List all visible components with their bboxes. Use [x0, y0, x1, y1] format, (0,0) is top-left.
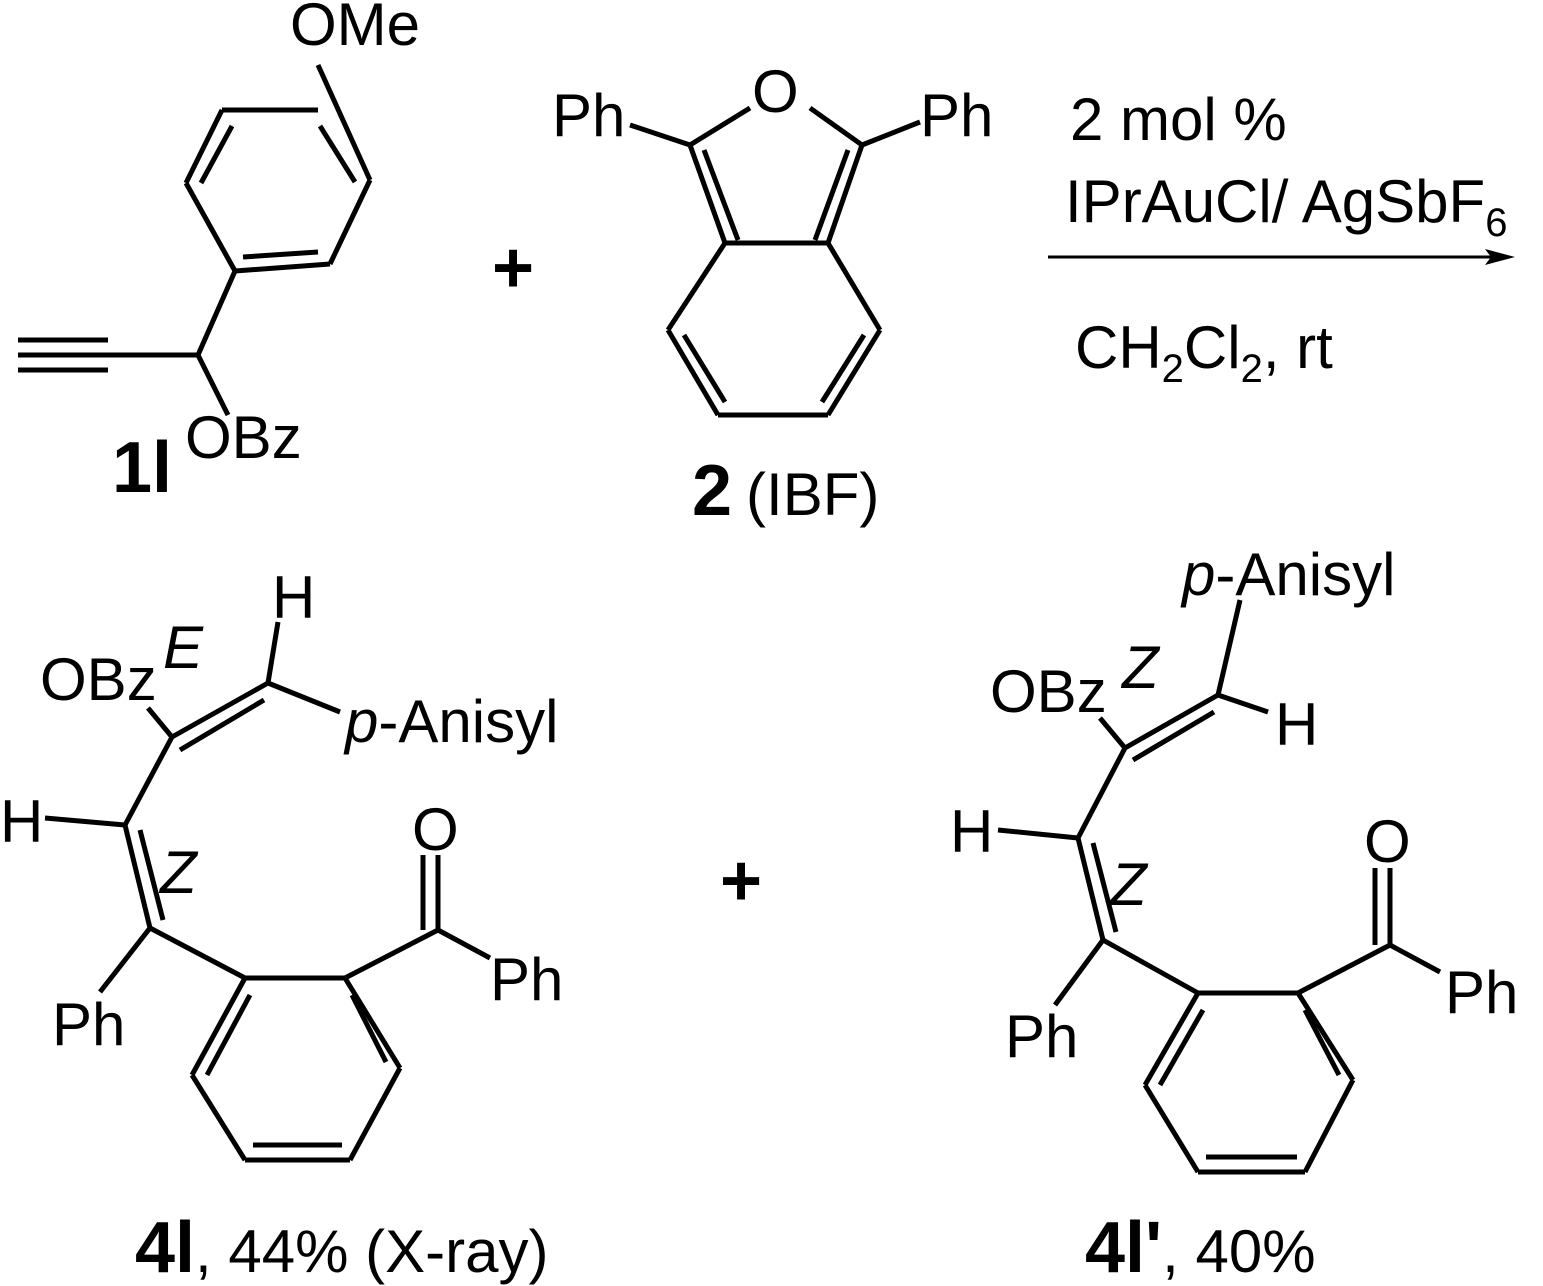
compound-label-2: 2(IBF) [692, 451, 879, 531]
p1-benzoyloxy: OBz [40, 646, 157, 713]
benzoyloxy-label: OBz [185, 404, 302, 471]
p2-carbonyl-oxygen: O [1364, 808, 1411, 875]
solvent-conditions: CH2Cl2, rt [1075, 314, 1333, 391]
furan-oxygen: O [752, 58, 799, 125]
phenyl-left: Ph [552, 82, 625, 149]
p1-z-label: Z [158, 839, 199, 906]
p2-anisyl: p-Anisyl [1180, 541, 1395, 608]
p2-z-label: Z [1108, 851, 1149, 918]
product-4lprime-structure [997, 599, 1442, 1175]
plus-sign-bottom: + [720, 841, 762, 921]
p2-z-label-top: Z [1120, 634, 1161, 701]
methoxy-label: OMe [290, 0, 420, 58]
catalyst-system: IPrAuCl/ AgSbF6 [1065, 168, 1507, 245]
p2-phenyl-ketone: Ph [1445, 959, 1518, 1026]
reactant-2-structure [629, 105, 921, 418]
p2-benzoyloxy: OBz [990, 658, 1107, 725]
p1-anisyl: p-Anisyl [343, 688, 558, 755]
catalyst-loading: 2 mol % [1070, 86, 1287, 153]
p2-phenyl: Ph [1005, 1003, 1078, 1070]
phenyl-right: Ph [920, 82, 993, 149]
p2-h-right: H [1275, 691, 1318, 758]
compound-label-4lprime: 4l', 40% [1085, 1208, 1316, 1286]
p1-h-left: H [0, 788, 43, 855]
p1-phenyl-ketone: Ph [490, 946, 563, 1013]
plus-sign-top: + [492, 228, 534, 308]
p1-carbonyl-oxygen: O [412, 796, 459, 863]
arrow-head [1485, 249, 1515, 265]
p1-e-label: E [163, 614, 204, 681]
product-4l-structure [44, 621, 492, 1163]
p2-h-left: H [950, 798, 993, 865]
compound-label-1l: 1l [112, 428, 172, 508]
p1-phenyl: Ph [52, 991, 125, 1058]
compound-label-4l: 4l, 44% (X-ray) [135, 1208, 548, 1286]
p1-h-top: H [272, 564, 315, 631]
reactant-1l-structure [18, 63, 373, 417]
